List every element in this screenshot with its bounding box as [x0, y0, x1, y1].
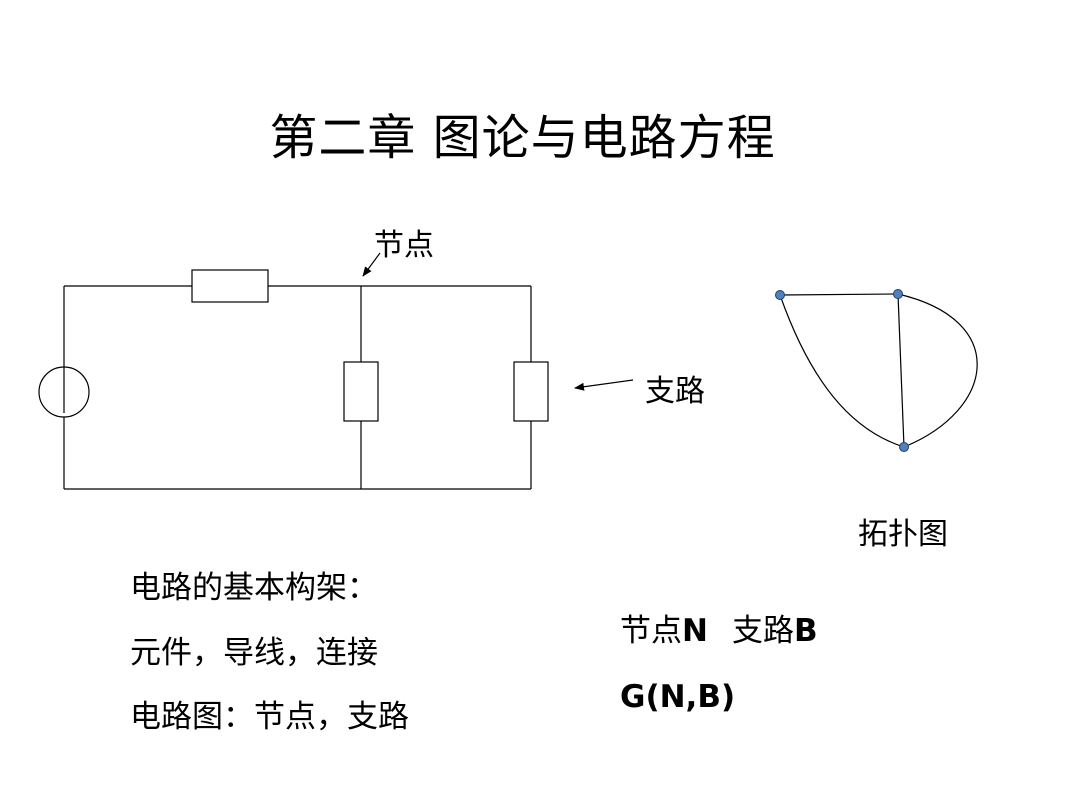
circuit-diagram [38, 252, 634, 490]
text-line-circuit-graph: 电路图：节点，支路 [130, 699, 409, 735]
graph-edge-right [897, 293, 978, 448]
graph-edge-middle [897, 293, 905, 448]
node-label: 节点 [374, 228, 434, 263]
node-pointer-arrow [362, 252, 381, 277]
resistor-top [191, 269, 269, 303]
graph-node [893, 289, 903, 299]
branch-pointer-arrow [574, 379, 634, 391]
graph-notation: G(N,B) [620, 679, 736, 715]
branch-symbol: B [793, 613, 818, 649]
graph-edge-top [779, 293, 899, 296]
branch-label: 支路 [645, 374, 705, 409]
text-line-node-branch: 节点N 支路B [620, 611, 818, 651]
resistor-middle [343, 361, 379, 422]
graph-node [899, 442, 909, 452]
slide-title: 第二章 图论与电路方程 [269, 110, 776, 166]
node-symbol: N [682, 613, 708, 649]
graph-edge-left [779, 294, 905, 448]
node-word: 节点 [620, 613, 682, 649]
branch-word: 支路 [731, 613, 794, 649]
text-line-components: 元件，导线，连接 [130, 635, 378, 671]
graph-node [775, 290, 785, 300]
resistor-right [513, 361, 549, 422]
topology-label: 拓扑图 [858, 517, 948, 552]
topology-graph [775, 289, 978, 452]
text-line-framework: 电路的基本构架： [130, 570, 378, 606]
